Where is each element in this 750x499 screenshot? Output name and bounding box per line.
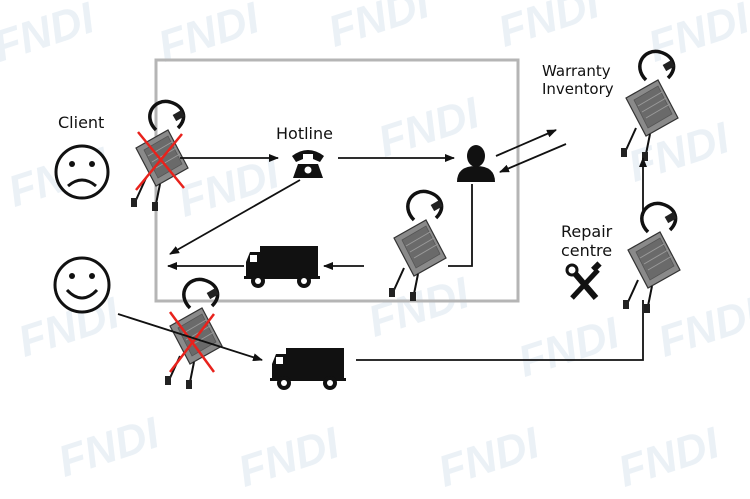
arrow-client-to-truck bbox=[117, 313, 263, 362]
repair-centre-label-line2: centre bbox=[561, 241, 613, 260]
arrow-warranty-to-agent bbox=[499, 143, 567, 173]
watermark: FNDI bbox=[622, 113, 736, 192]
sad-face-icon bbox=[54, 144, 110, 200]
watermark: FNDI bbox=[642, 0, 750, 72]
arrow-agent-to-warranty bbox=[495, 129, 557, 157]
fault-cross-icon bbox=[168, 311, 216, 373]
hotline-label: Hotline bbox=[276, 124, 333, 143]
watermark: FNDI bbox=[0, 0, 101, 72]
watermark: FNDI bbox=[432, 418, 546, 494]
truck-icon bbox=[270, 348, 346, 390]
returned-faulty-inverter-icon bbox=[163, 277, 224, 391]
watermark: FNDI bbox=[322, 0, 436, 57]
fault-cross-icon bbox=[135, 131, 185, 191]
watermark: FNDI bbox=[652, 288, 750, 367]
watermark: FNDI bbox=[512, 308, 626, 387]
support-agent-icon bbox=[457, 145, 495, 182]
truck-icon bbox=[244, 246, 320, 288]
line-truck-to-repair bbox=[356, 300, 644, 361]
flow-arrows bbox=[117, 129, 647, 362]
warranty-inventory-label-line2: Inventory bbox=[542, 80, 614, 98]
watermark: FNDI bbox=[232, 418, 346, 494]
happy-face-icon bbox=[53, 256, 111, 314]
watermark: FNDI bbox=[492, 0, 606, 57]
repair-centre-inverter-icon bbox=[621, 201, 682, 315]
repair-tools-icon bbox=[565, 261, 602, 300]
arrow-hotline-to-client bbox=[169, 179, 301, 255]
telephone-icon bbox=[292, 150, 324, 178]
watermark: FNDI bbox=[612, 418, 726, 494]
client-label: Client bbox=[58, 113, 105, 132]
line-agent-to-replacement bbox=[448, 184, 473, 267]
repair-centre-label-line1: Repair bbox=[561, 222, 613, 241]
watermark: FNDI bbox=[172, 148, 286, 227]
warranty-inventory-label-line1: Warranty bbox=[542, 62, 611, 80]
watermark: FNDI bbox=[362, 268, 476, 347]
watermark: FNDI bbox=[52, 408, 166, 487]
